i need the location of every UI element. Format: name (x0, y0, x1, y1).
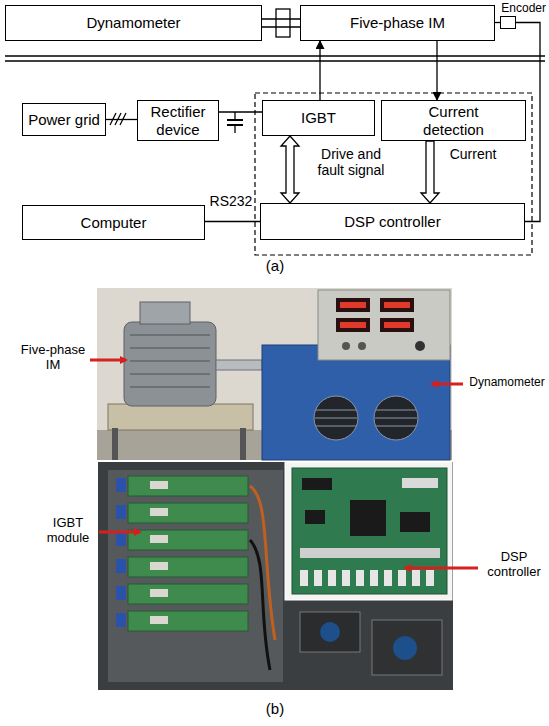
connector (262, 19, 300, 27)
encoder-box: Encoder (500, 16, 516, 29)
part-label: Five-phase IM (18, 343, 88, 373)
connector (421, 141, 439, 203)
dsp-controller-box: DSP controller (260, 203, 525, 240)
pointer-arrow (90, 359, 126, 362)
igbt-box: IGBT (262, 100, 375, 136)
box-text: Computer (81, 214, 147, 231)
pointer-arrow (99, 531, 140, 534)
connector (436, 41, 437, 100)
part-label: Dynamometer (468, 376, 546, 390)
dashed-enclosure (255, 93, 532, 255)
pointer-arrow (432, 383, 463, 386)
pointer-arrow (405, 567, 478, 570)
box-text: Power grid (28, 111, 100, 128)
connector (219, 111, 262, 112)
panel-label: (a) (259, 257, 291, 274)
rectifier-box: Rectifier device (137, 100, 219, 141)
motor-box: Five-phase IM (300, 5, 495, 41)
panel-label: (b) (259, 700, 291, 717)
box-text: IGBT (301, 109, 336, 126)
platform-line (5, 55, 545, 56)
box-text: Five-phase IM (350, 14, 445, 31)
dsp-board-photo (285, 462, 452, 600)
box-text: DSP controller (344, 213, 440, 230)
connector (281, 136, 299, 203)
current-detection-box: Current detection (381, 100, 526, 141)
connector (205, 221, 260, 222)
capacitor-symbol (227, 112, 243, 133)
box-text: Current detection (409, 103, 499, 138)
connector (106, 119, 137, 120)
edge-label: Drive and fault signal (312, 146, 390, 178)
platform-line (5, 60, 545, 61)
edge-label: Current (443, 146, 503, 162)
connector (319, 41, 320, 100)
part-label: DSP controller (482, 550, 546, 580)
computer-box: Computer (22, 205, 205, 240)
coupling (276, 9, 290, 37)
box-text: Encoder (501, 2, 546, 16)
inverter-cabinet-photo (98, 462, 453, 690)
box-text: Dynamometer (86, 14, 180, 31)
box-text: Rectifier device (143, 103, 213, 138)
part-label: IGBT module (40, 516, 96, 546)
power-grid-box: Power grid (22, 103, 106, 136)
dynamometer-box: Dynamometer (5, 5, 262, 41)
edge-label: RS232 (206, 193, 256, 209)
test-bench-photo (97, 288, 452, 460)
